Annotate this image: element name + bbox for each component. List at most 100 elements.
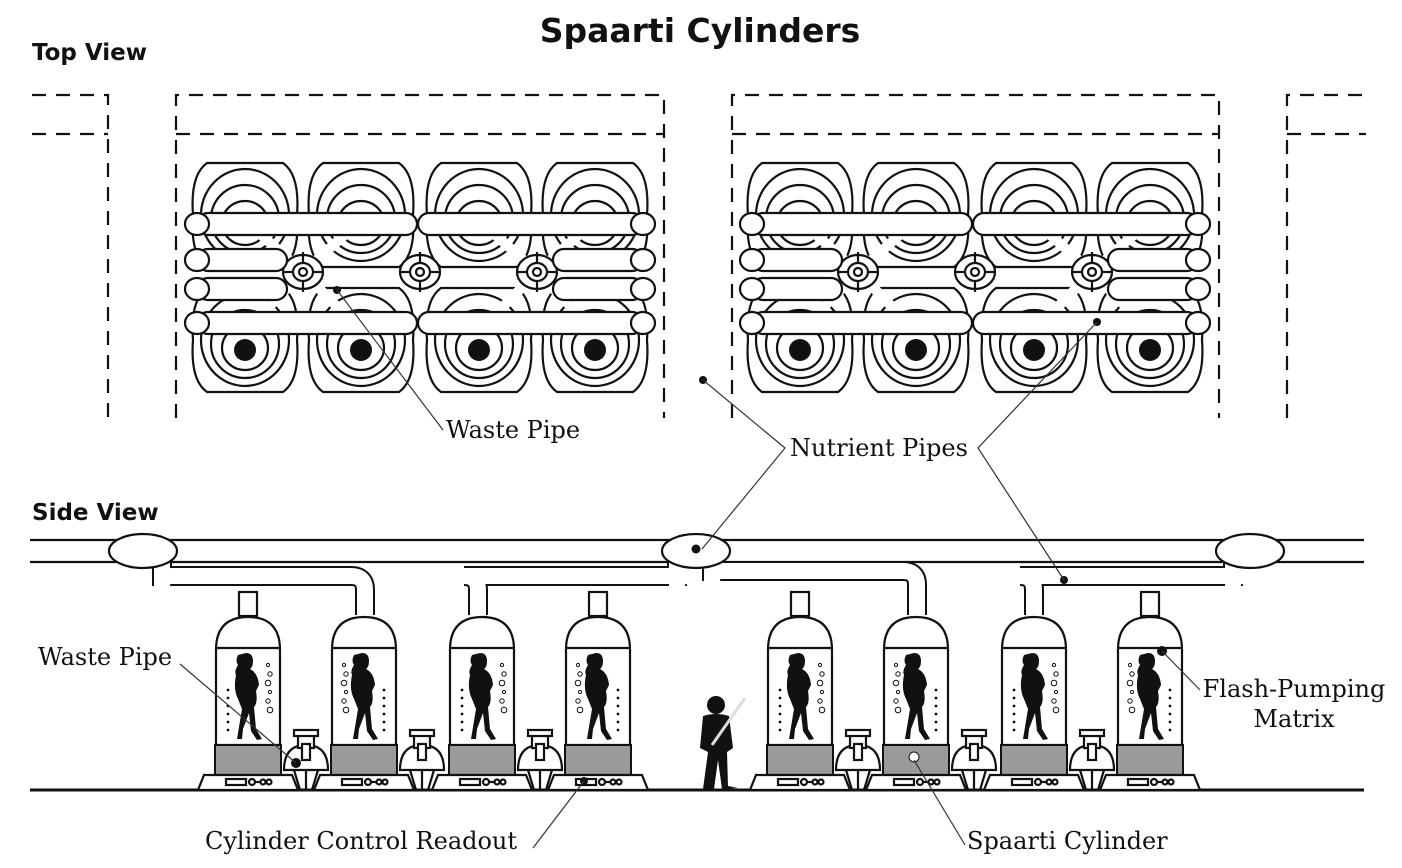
waste-valve [834, 728, 882, 791]
label-spaarti-cylinder: Spaarti Cylinder [967, 827, 1168, 855]
cylinder-top-pod [862, 286, 970, 394]
occupant-silhouette [1136, 653, 1164, 740]
valve-hub-top-view [515, 252, 559, 292]
spaarti-cylinder [1098, 615, 1202, 792]
cylinder-base [1116, 744, 1184, 776]
bubble [934, 712, 938, 716]
bubble [460, 712, 464, 716]
occupant-silhouette [1020, 653, 1048, 740]
bubble [460, 696, 464, 700]
leader-flash-pumping [1161, 650, 1201, 691]
bubble [499, 662, 505, 668]
bubble [1012, 720, 1016, 724]
bubble [226, 712, 230, 716]
bubble [501, 671, 507, 677]
bubble [934, 688, 938, 692]
waste-valve [1068, 728, 1116, 791]
bubble [778, 704, 782, 708]
bubble [1126, 679, 1134, 687]
bubble [616, 712, 620, 716]
spaarti-cylinder-marker [908, 751, 920, 763]
nutrient-pipe-top-view [750, 276, 844, 302]
bubble [1012, 728, 1016, 732]
bubble [1012, 688, 1016, 692]
bubble [460, 704, 464, 708]
bubble [499, 698, 505, 704]
bubble [817, 662, 823, 668]
bubble [382, 728, 386, 732]
bubble [817, 698, 823, 704]
spaarti-cylinder [748, 615, 852, 792]
bubble [616, 688, 620, 692]
occupant-silhouette [584, 653, 612, 740]
bubble [226, 720, 230, 724]
cylinder-control-readout [224, 777, 273, 787]
leader-nutrient-pipes-left [701, 379, 786, 550]
bubble [616, 720, 620, 724]
occupant-silhouette [350, 653, 378, 740]
cylinder-control-readout [458, 777, 507, 787]
occupant-silhouette [786, 653, 814, 740]
nutrient-pipe-top-view [551, 276, 645, 302]
spaarti-cylinder [546, 615, 650, 792]
bubble [1051, 698, 1057, 704]
cylinder-top-pod [746, 286, 854, 394]
cylinder-base [766, 744, 834, 776]
leader-control-readout [532, 780, 585, 849]
bubble [498, 679, 506, 687]
bubble [500, 706, 508, 714]
bubble [343, 671, 349, 677]
valve-hub-top-view [281, 252, 325, 292]
bubble [934, 720, 938, 724]
bubble [895, 671, 901, 677]
cylinder-control-readout [776, 777, 825, 787]
bubble [267, 671, 273, 677]
nutrient-pipe-top-view [195, 310, 419, 336]
bubble [343, 689, 349, 695]
bubble [616, 704, 620, 708]
spaarti-cylinder [196, 615, 300, 792]
bubble [818, 706, 826, 714]
bubble [341, 662, 347, 668]
bubble [893, 662, 899, 668]
nutrient-pipe-top-view [195, 211, 419, 237]
bubble [267, 689, 273, 695]
nutrient-pipe-top-view [416, 310, 645, 336]
nutrient-pipe-top-view [195, 247, 289, 273]
label-waste-pipe-top: Waste Pipe [446, 416, 580, 444]
bubble [778, 688, 782, 692]
cylinder-top-pod [980, 286, 1088, 394]
bubble [893, 698, 899, 704]
bubble [1050, 679, 1058, 687]
label-cylinder-control-readout: Cylinder Control Readout [205, 827, 517, 855]
valve-hub-top-view [836, 252, 880, 292]
bubble [934, 696, 938, 700]
cylinder-top-pod [191, 286, 299, 394]
cylinder-base [214, 744, 282, 776]
bubble [1053, 689, 1059, 695]
side-view [30, 532, 1364, 792]
cylinder-module-top-view [738, 161, 1212, 394]
bubble [894, 706, 902, 714]
cylinder-feed-stub [789, 590, 811, 618]
bubble [892, 679, 900, 687]
bubble [1168, 712, 1172, 716]
bubble [382, 696, 386, 700]
nutrient-pipe-top-view [971, 310, 1200, 336]
bubble [895, 689, 901, 695]
bubble [265, 662, 271, 668]
bubble [382, 720, 386, 724]
bubble [1129, 671, 1135, 677]
bubble [778, 720, 782, 724]
waste-valve [516, 728, 564, 791]
bubble [382, 704, 386, 708]
cylinder-top-pod [541, 286, 649, 394]
bubble [1053, 671, 1059, 677]
bubble [1012, 704, 1016, 708]
label-nutrient-pipes: Nutrient Pipes [790, 434, 968, 462]
bubble [574, 679, 582, 687]
bubble [577, 671, 583, 677]
nutrient-pipe-top-view [750, 211, 974, 237]
spaarti-cylinder [982, 615, 1086, 792]
bubble [778, 728, 782, 732]
